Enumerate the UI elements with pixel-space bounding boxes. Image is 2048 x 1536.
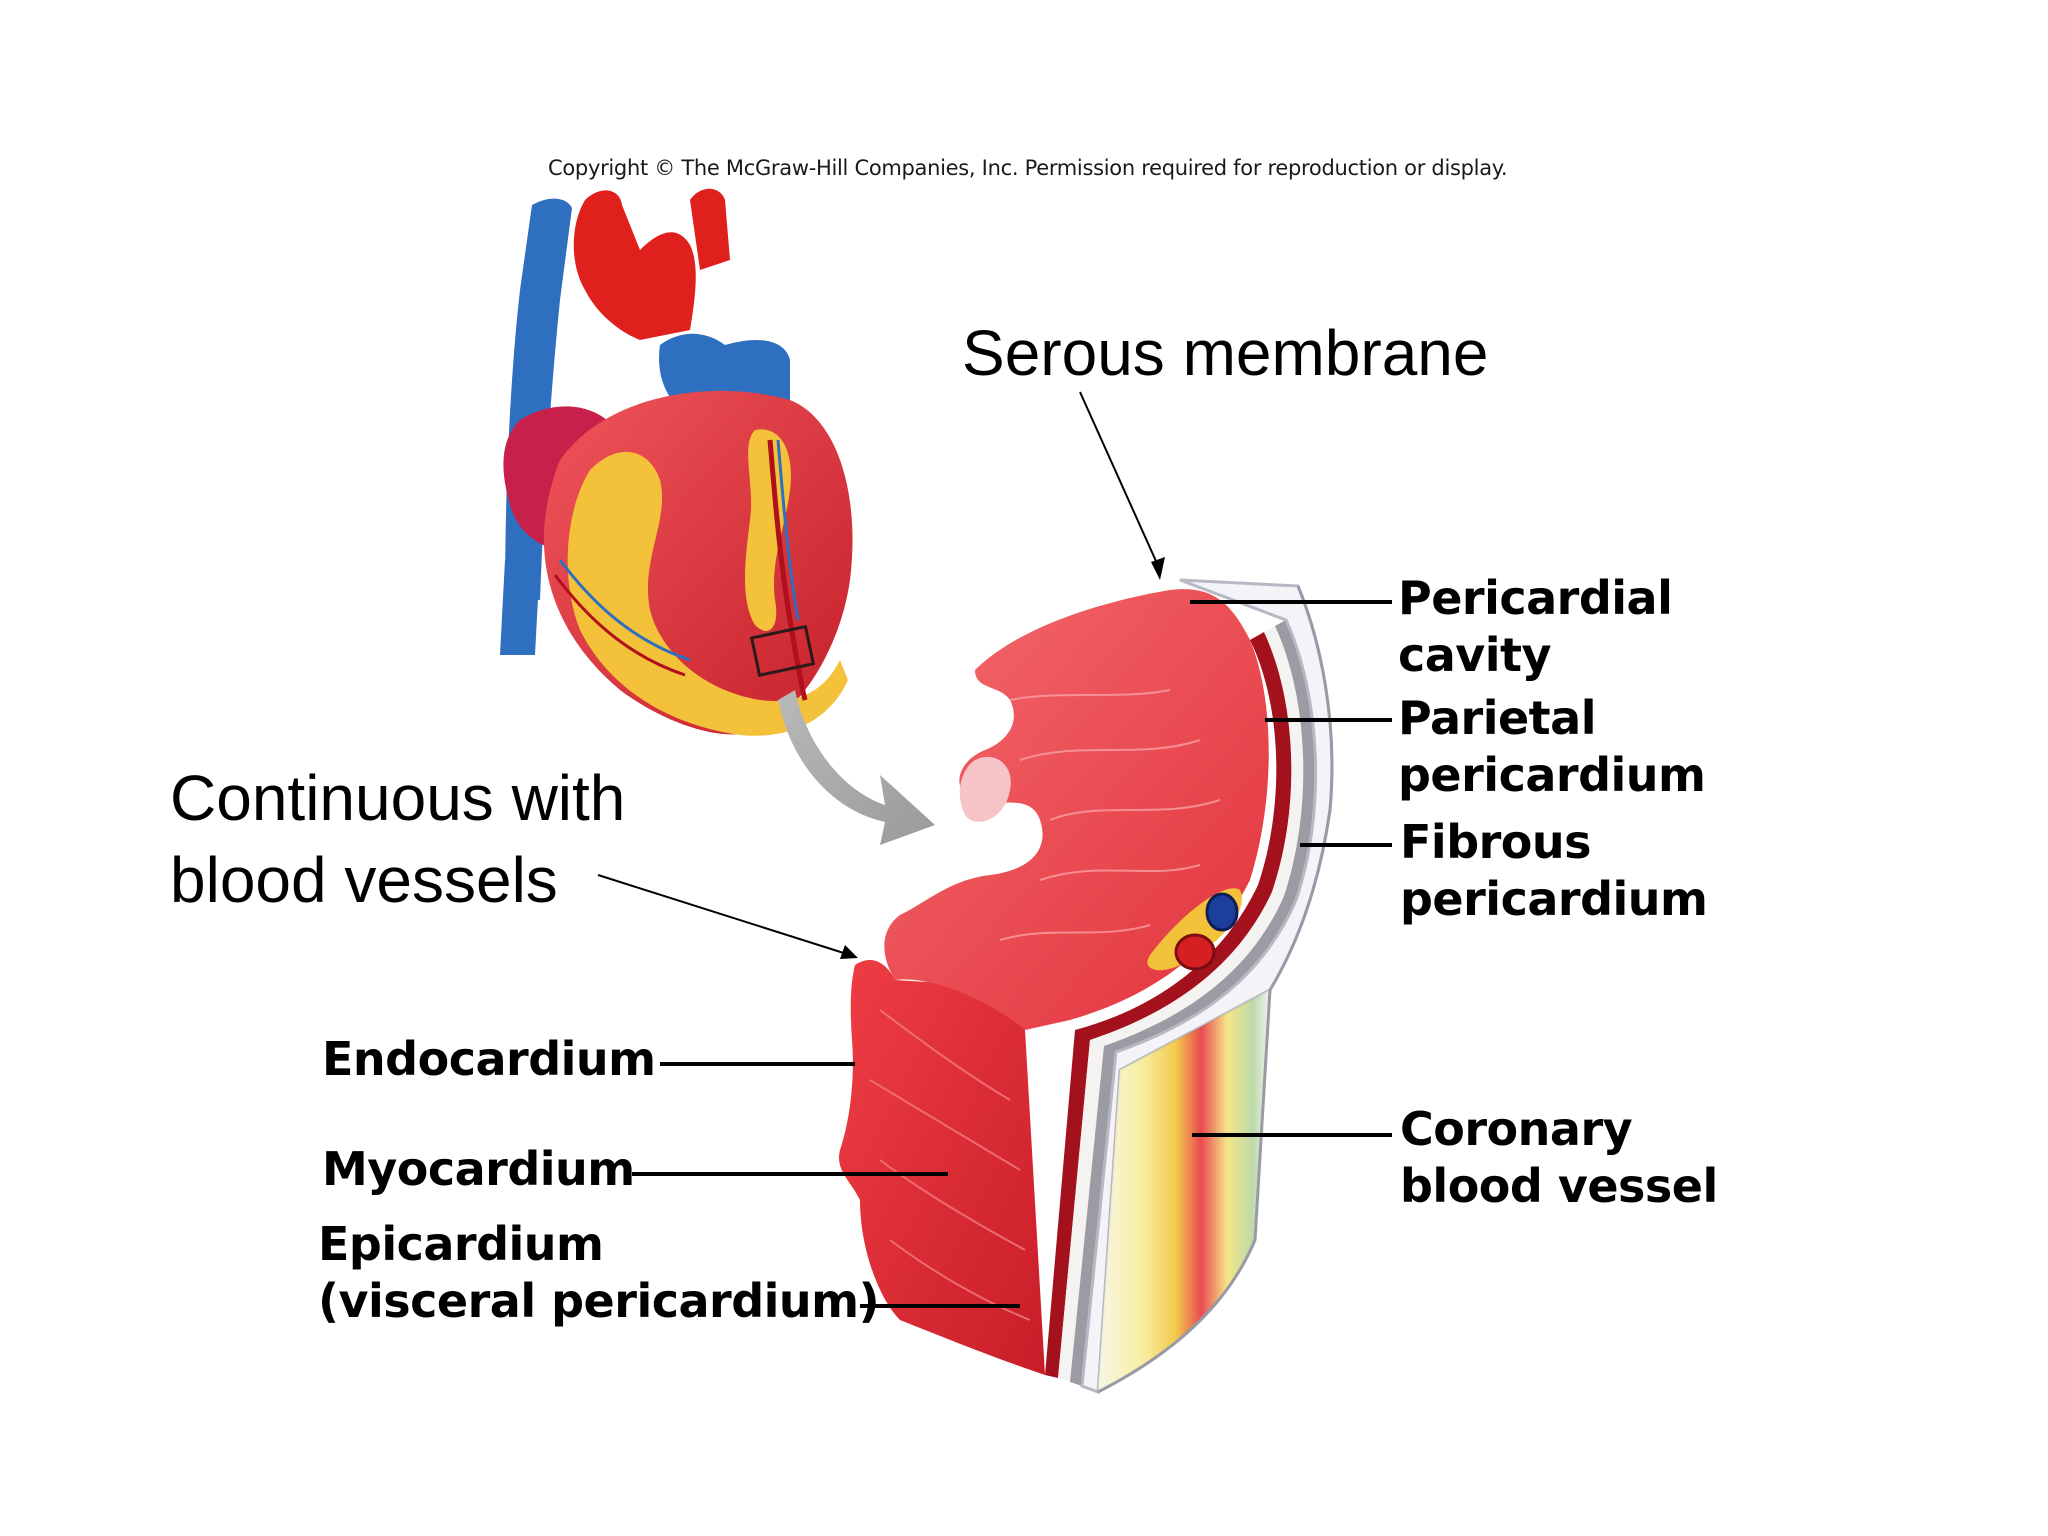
- pericardial-cavity-label-1: Pericardial: [1398, 571, 1673, 625]
- arrowhead-continuous: [840, 945, 858, 959]
- fibrous-label-2: pericardium: [1400, 872, 1708, 926]
- serous-membrane-label: Serous membrane: [962, 317, 1489, 389]
- pericardial-cavity-label-2: cavity: [1398, 628, 1552, 682]
- heart-wall-section: [839, 578, 1334, 1395]
- endocardium-label: Endocardium: [322, 1032, 656, 1086]
- myocardium-front-face: [839, 960, 1045, 1375]
- inferior-vena-cava: [500, 560, 540, 655]
- coronary-label-2: blood vessel: [1400, 1159, 1718, 1213]
- myocardium-top-surface: [884, 589, 1269, 1030]
- parietal-label-1: Parietal: [1398, 691, 1596, 745]
- epicardial-fat: [567, 451, 848, 736]
- aorta: [573, 190, 696, 340]
- parietal-label-2: pericardium: [1398, 748, 1706, 802]
- leader-lines: [597, 391, 1392, 1308]
- heart-illustration: [500, 188, 853, 736]
- aorta-branches: [690, 188, 730, 270]
- coronary-artery: [767, 439, 808, 701]
- continuous-label-line2: blood vessels: [170, 844, 558, 916]
- coronary-artery-section: [1174, 933, 1216, 971]
- fibrous-outer-edge: [1097, 585, 1334, 1394]
- leader-serous-membrane: [1079, 391, 1161, 571]
- coronary-label-1: Coronary: [1400, 1102, 1633, 1156]
- section-marker: [749, 624, 816, 677]
- arrowhead-serous-membrane: [1151, 557, 1165, 580]
- coronary-vessel-stripes: [1098, 990, 1270, 1392]
- pericardial-cavity-gap: [1058, 626, 1304, 1382]
- epicardium-label-1: Epicardium: [318, 1217, 604, 1271]
- epicardium-label-2: (visceral pericardium): [318, 1274, 880, 1328]
- endocardium-surface: [959, 756, 1011, 822]
- coronary-vein-section: [1205, 892, 1239, 932]
- fibrous-label-1: Fibrous: [1400, 815, 1592, 869]
- epicardial-fat-right: [745, 429, 791, 631]
- coronary-vein: [776, 439, 800, 621]
- continuous-label-line1: Continuous with: [170, 762, 626, 834]
- zoom-arrow: [778, 690, 935, 845]
- myocardium-label: Myocardium: [322, 1142, 635, 1196]
- muscle-striations: [999, 689, 1221, 941]
- coronary-branch-2: [553, 574, 686, 677]
- leader-continuous: [597, 874, 851, 956]
- coronary-branch: [558, 559, 691, 662]
- copyright-notice: Copyright © The McGraw-Hill Companies, I…: [548, 156, 1508, 180]
- front-striations: [869, 1009, 1031, 1321]
